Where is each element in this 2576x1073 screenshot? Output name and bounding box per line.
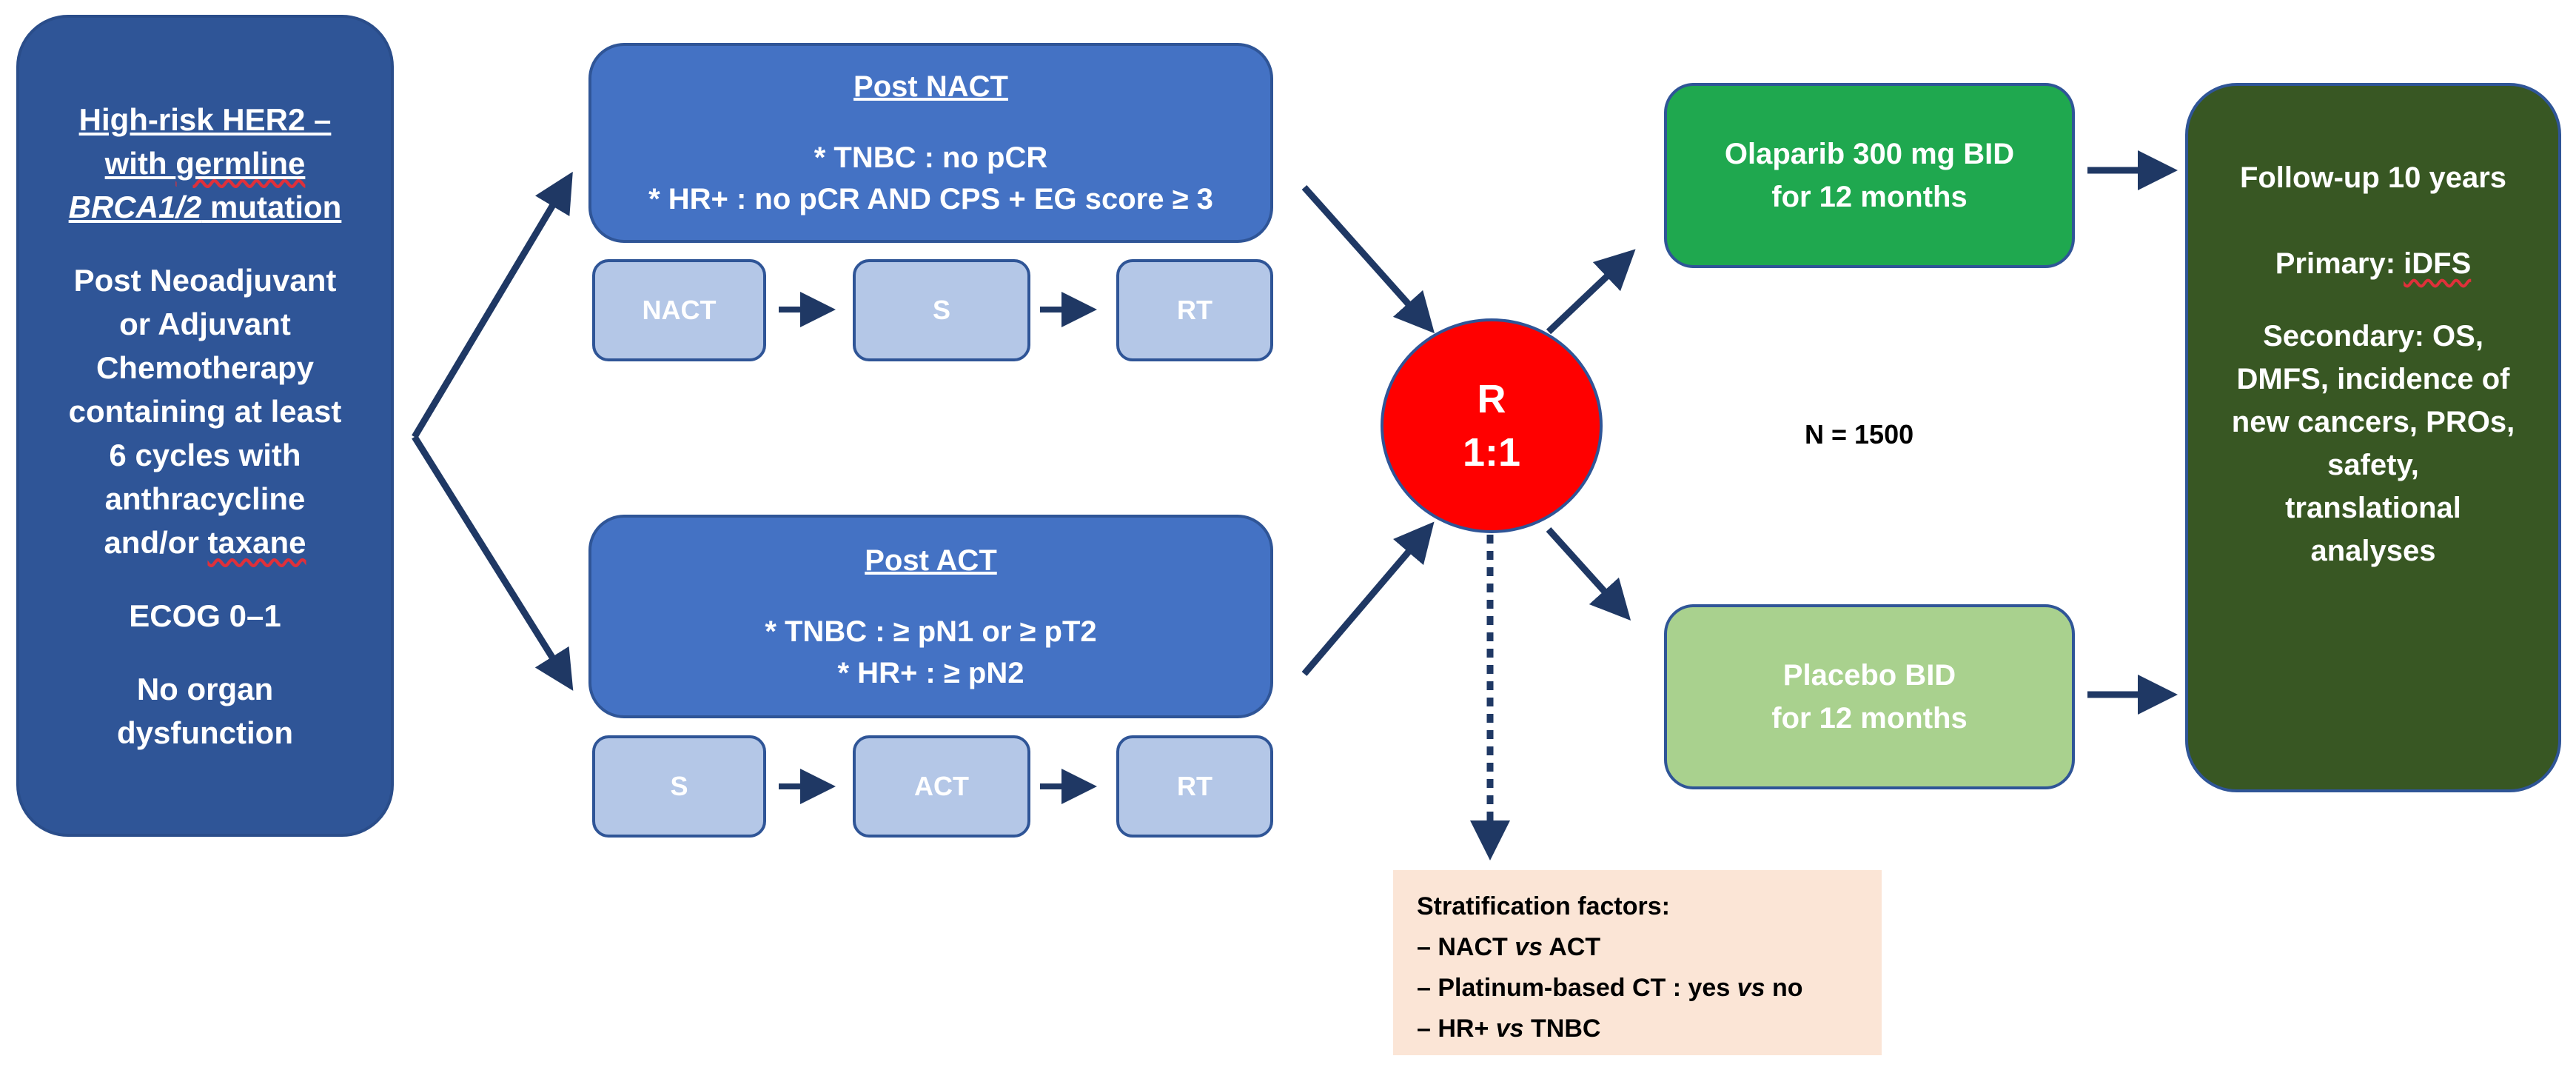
stratification-item: – Platinum-based CT : yes vs no <box>1417 974 1803 1002</box>
post-act-line2: * HR+ : ≥ pN2 <box>837 656 1024 689</box>
step-act: ACT <box>853 735 1030 838</box>
step-label: NACT <box>642 295 717 325</box>
arrow-act-to-r <box>1301 521 1435 676</box>
step-label: S <box>670 771 688 801</box>
post-nact-box: Post NACT * TNBC : no pCR * HR+ : no pCR… <box>588 43 1273 243</box>
criteria-line: Chemotherapy <box>95 350 315 385</box>
stratification-item: – NACT vs ACT <box>1417 933 1601 961</box>
secondary-line: analyses <box>2310 535 2436 567</box>
arrow-r-to-olaparib <box>1546 249 1636 335</box>
step-label: S <box>932 295 950 325</box>
step-rt-act: RT <box>1116 735 1273 838</box>
secondary-line: safety, <box>2327 449 2419 481</box>
olaparib-line2: for 12 months <box>1771 181 1968 213</box>
post-nact-title: Post NACT <box>853 70 1008 103</box>
post-nact-line1: * TNBC : no pCR <box>814 141 1048 174</box>
step-s-act: S <box>592 735 766 838</box>
follow-up-title: Follow-up 10 years <box>2239 161 2507 194</box>
stratification-item: – HR+ vs TNBC <box>1417 1014 1601 1043</box>
arrow-r-to-placebo <box>1546 527 1631 621</box>
secondary-line: DMFS, incidence of <box>2236 363 2510 395</box>
ecog-text: ECOG 0–1 <box>129 598 281 633</box>
criteria-line: 6 cycles with <box>109 437 301 472</box>
organ-line1: No organ <box>136 671 274 706</box>
eligibility-title-line3: BRCA1/2 mutation <box>68 189 342 224</box>
criteria-line: or Adjuvant <box>119 306 291 341</box>
follow-up-box: Follow-up 10 years Primary: iDFS Seconda… <box>2185 83 2561 792</box>
step-nact: NACT <box>592 259 766 361</box>
step-s-nact: S <box>853 259 1030 361</box>
criteria-line: anthracycline <box>104 481 306 516</box>
randomization-circle: R 1:1 <box>1381 318 1603 533</box>
post-act-title: Post ACT <box>865 544 997 577</box>
randomization-ratio: 1:1 <box>1462 430 1521 475</box>
secondary-line: new cancers, PROs, <box>2231 406 2515 438</box>
post-act-line1: * TNBC : ≥ pN1 or ≥ pT2 <box>765 615 1097 648</box>
step-label: ACT <box>914 771 969 801</box>
criteria-line: containing at least <box>68 393 342 429</box>
eligibility-title-line1: High-risk HER2 – <box>78 101 332 137</box>
criteria-line: and/or taxane <box>104 524 306 560</box>
secondary-line: translational <box>2285 492 2461 524</box>
placebo-line2: for 12 months <box>1771 702 1968 735</box>
eligibility-box: High-risk HER2 – with germline BRCA1/2 m… <box>16 15 394 837</box>
secondary-line: Secondary: OS, <box>2263 320 2483 352</box>
sample-size-label: N = 1500 <box>1805 419 1914 449</box>
stratification-box: Stratification factors: – NACT vs ACT – … <box>1393 870 1882 1055</box>
placebo-arm-box: Placebo BID for 12 months <box>1664 604 2075 789</box>
organ-line2: dysfunction <box>117 715 293 750</box>
randomization-letter: R <box>1477 377 1506 421</box>
primary-endpoint: Primary: iDFS <box>2275 247 2472 280</box>
eligibility-title-line2: with germline <box>104 145 306 181</box>
placebo-line1: Placebo BID <box>1782 659 1956 692</box>
post-nact-line2: * HR+ : no pCR AND CPS + EG score ≥ 3 <box>648 183 1213 215</box>
step-rt-nact: RT <box>1116 259 1273 361</box>
post-act-box: Post ACT * TNBC : ≥ pN1 or ≥ pT2 * HR+ :… <box>588 515 1273 718</box>
step-label: RT <box>1177 771 1212 801</box>
stratification-title: Stratification factors: <box>1417 892 1670 920</box>
arrow-to-post-act <box>412 435 574 691</box>
arrow-to-post-nact <box>412 171 573 439</box>
olaparib-line1: Olaparib 300 mg BID <box>1724 138 2015 170</box>
criteria-line: Post Neoadjuvant <box>73 262 337 298</box>
step-label: RT <box>1177 295 1212 325</box>
arrow-nact-to-r <box>1301 185 1435 334</box>
olaparib-arm-box: Olaparib 300 mg BID for 12 months <box>1664 83 2075 268</box>
